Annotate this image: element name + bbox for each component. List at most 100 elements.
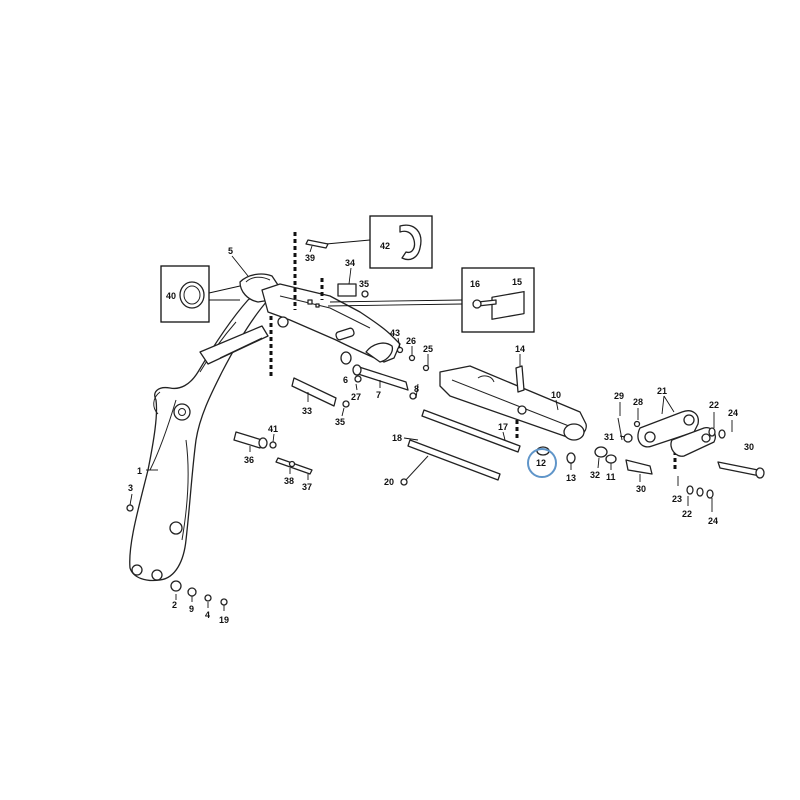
callout-40: 40 xyxy=(166,291,176,301)
callout-label-6: 6 xyxy=(343,375,348,385)
dipper-arm[interactable] xyxy=(261,283,401,363)
pin-part-34[interactable] xyxy=(337,283,369,298)
callout-label-22b: 22 xyxy=(682,509,692,519)
callout-label-25: 25 xyxy=(423,344,433,354)
callout-label-28: 28 xyxy=(633,397,643,407)
callout-41: 41 xyxy=(268,424,278,443)
pin-part-30-center[interactable] xyxy=(625,459,653,475)
inset-box-40[interactable] xyxy=(160,265,241,323)
washers-part-22-bottom[interactable] xyxy=(686,485,714,499)
callout-label-30b: 30 xyxy=(744,442,754,452)
part-41[interactable] xyxy=(269,441,277,449)
inset-box-42[interactable] xyxy=(325,215,433,269)
callout-label-20: 20 xyxy=(384,477,394,487)
callout-22a: 22 xyxy=(709,400,719,428)
callout-15: 15 xyxy=(512,277,522,287)
bushing-part-6[interactable] xyxy=(340,351,352,365)
pin-part-30-right[interactable] xyxy=(717,461,765,479)
callout-12: 12 xyxy=(536,458,546,468)
callout-label-21: 21 xyxy=(657,386,667,396)
callout-22b: 22 xyxy=(682,496,692,519)
callout-label-36: 36 xyxy=(244,455,254,465)
highlight-ring-12 xyxy=(527,448,557,478)
callout-26: 26 xyxy=(406,336,416,356)
arm-cylinder-part-10[interactable] xyxy=(439,365,587,441)
callout-label-4: 4 xyxy=(205,610,210,620)
part-35-lower[interactable] xyxy=(342,400,350,408)
callout-label-8: 8 xyxy=(414,384,419,394)
pin-part-14[interactable] xyxy=(515,365,525,393)
callout-label-14: 14 xyxy=(515,344,525,354)
washers-part-22-top[interactable] xyxy=(708,427,726,439)
callout-28: 28 xyxy=(633,397,643,420)
callout-label-7: 7 xyxy=(376,390,381,400)
callout-label-42: 42 xyxy=(380,241,390,251)
pin-part-36[interactable] xyxy=(233,431,268,449)
hardware-parts-43-26-25[interactable] xyxy=(396,346,430,372)
callout-9: 9 xyxy=(189,596,194,614)
link-part-21[interactable] xyxy=(637,410,716,457)
callout-label-32: 32 xyxy=(590,470,600,480)
callout-label-30a: 30 xyxy=(636,484,646,494)
callout-1: 1 xyxy=(137,466,158,476)
callout-2: 2 xyxy=(172,594,177,610)
callout-label-23: 23 xyxy=(672,494,682,504)
callout-25: 25 xyxy=(423,344,433,366)
callout-label-9: 9 xyxy=(189,604,194,614)
callout-43: 43 xyxy=(390,328,401,349)
bushing-part-11[interactable] xyxy=(605,454,617,464)
pin-part-7[interactable] xyxy=(352,364,409,391)
bolt-part-37-38[interactable] xyxy=(275,457,313,475)
callout-29: 29 xyxy=(614,391,624,416)
inset-box-15-16[interactable] xyxy=(327,267,535,333)
callout-23: 23 xyxy=(672,476,682,504)
callout-21: 21 xyxy=(657,386,675,415)
rod-part-17[interactable] xyxy=(421,409,521,453)
callout-label-41: 41 xyxy=(268,424,278,434)
callout-label-35a: 35 xyxy=(359,279,369,289)
part-3[interactable] xyxy=(126,504,134,512)
bolt-part-20[interactable] xyxy=(400,455,429,486)
callout-18: 18 xyxy=(392,433,402,443)
callout-label-19: 19 xyxy=(219,615,229,625)
callout-label-2: 2 xyxy=(172,600,177,610)
callout-label-24a: 24 xyxy=(728,408,738,418)
part-28[interactable] xyxy=(633,420,641,428)
callout-label-40: 40 xyxy=(166,291,176,301)
pin-part-33[interactable] xyxy=(291,377,337,407)
callout-31: 31 xyxy=(604,432,626,442)
callout-label-31: 31 xyxy=(604,432,614,442)
callout-3: 3 xyxy=(128,483,133,506)
callout-10: 10 xyxy=(551,390,561,411)
part-31[interactable] xyxy=(623,433,633,443)
callout-label-35b: 35 xyxy=(335,417,345,427)
callout-37: 37 xyxy=(302,474,312,492)
callout-label-37: 37 xyxy=(302,482,312,492)
callout-label-26: 26 xyxy=(406,336,416,346)
callout-label-27: 27 xyxy=(351,392,361,402)
callout-11: 11 xyxy=(606,463,616,482)
callout-label-10: 10 xyxy=(551,390,561,400)
boom-part-1[interactable] xyxy=(129,289,269,582)
part-39[interactable] xyxy=(305,239,329,249)
callout-label-34: 34 xyxy=(345,258,355,268)
hardware-parts-2-9-4-19[interactable] xyxy=(170,580,228,606)
rod-part-18[interactable] xyxy=(403,437,501,481)
callout-27: 27 xyxy=(351,383,361,402)
callout-label-38: 38 xyxy=(284,476,294,486)
callout-36: 36 xyxy=(244,446,254,465)
callout-24a: 24 xyxy=(728,408,738,432)
callout-42: 42 xyxy=(380,241,390,251)
callout-label-13: 13 xyxy=(566,473,576,483)
callout-label-3: 3 xyxy=(128,483,133,493)
boom-cylinder[interactable] xyxy=(199,325,269,365)
callout-38: 38 xyxy=(284,468,294,486)
callout-30a: 30 xyxy=(636,474,646,494)
washer-part-32[interactable] xyxy=(594,446,608,458)
callout-label-17: 17 xyxy=(498,422,508,432)
callout-34: 34 xyxy=(345,258,355,285)
callout-32: 32 xyxy=(590,457,600,480)
callout-label-1: 1 xyxy=(137,466,142,476)
part-27[interactable] xyxy=(354,375,362,383)
